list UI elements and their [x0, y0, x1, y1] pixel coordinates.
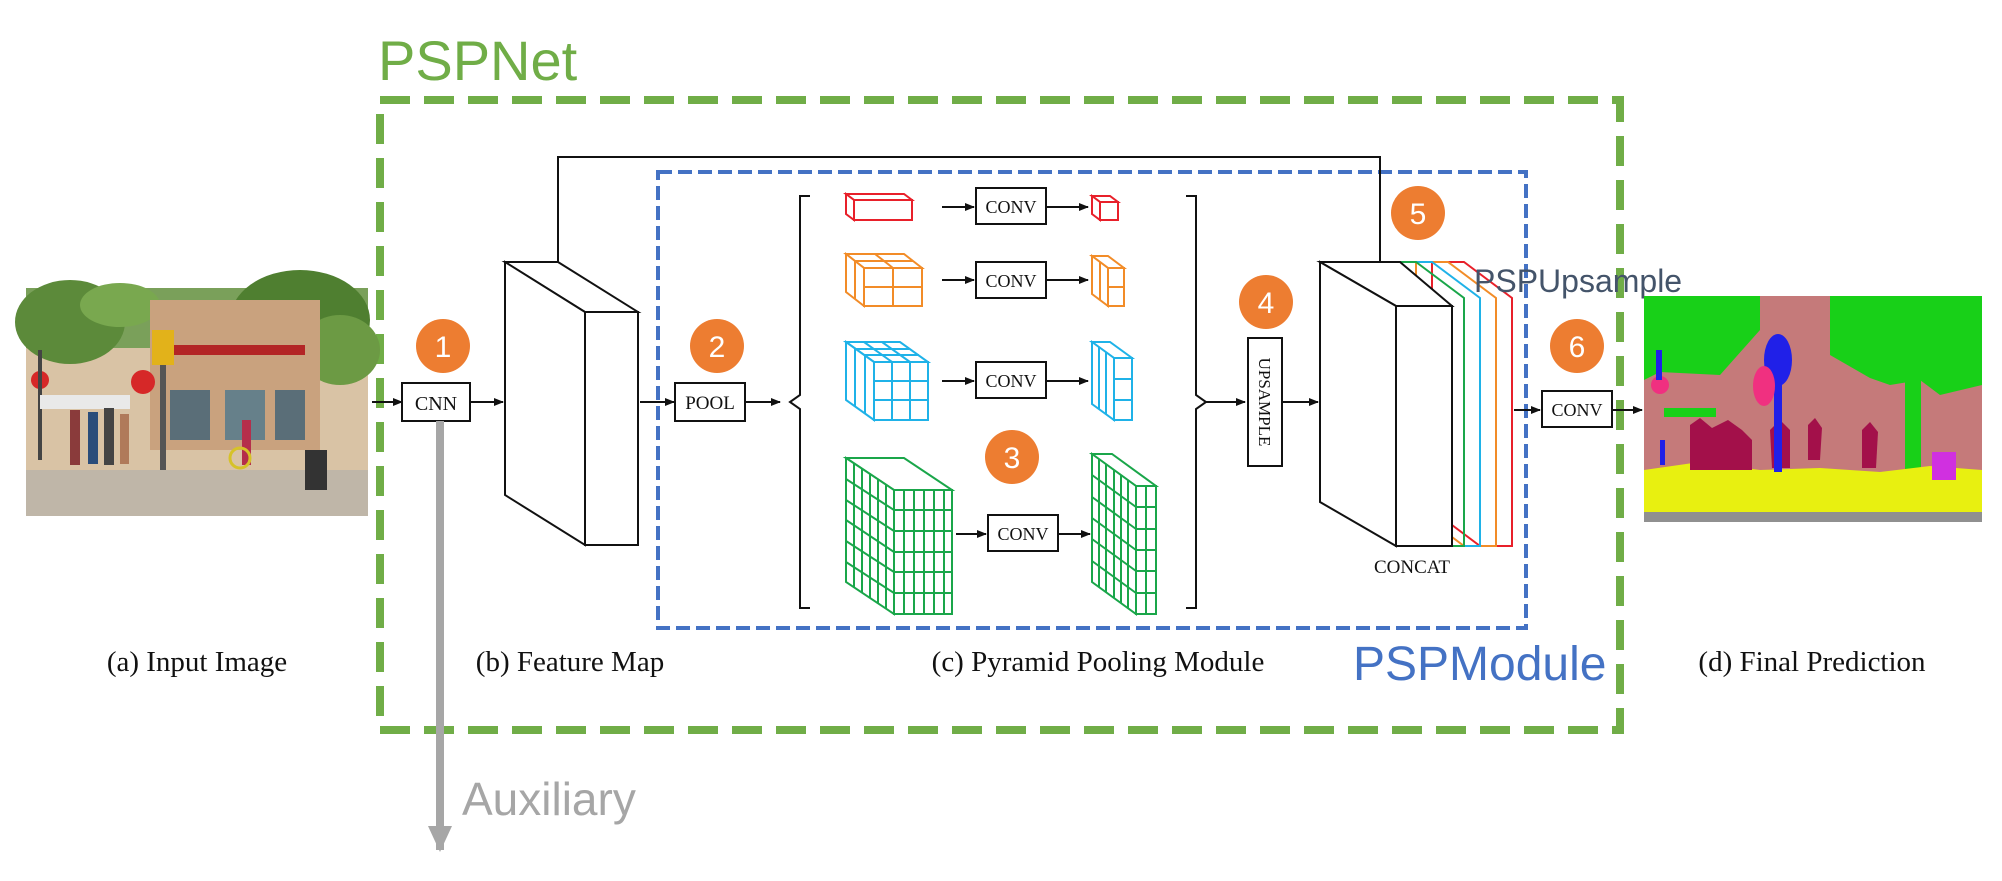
conv-label-4: CONV — [997, 524, 1048, 544]
pspmodule-title: PSPModule — [1353, 638, 1606, 691]
svg-text:2: 2 — [709, 331, 726, 364]
pspupsample-label: PSPUpsample — [1474, 263, 1682, 299]
step-marker-1: 1 — [416, 319, 470, 373]
svg-text:6: 6 — [1569, 331, 1586, 364]
caption-input-image: (a) Input Image — [107, 646, 287, 678]
final-prediction-image — [1644, 296, 1982, 522]
conv-box-2 — [975, 261, 1047, 299]
svg-text:5: 5 — [1410, 198, 1427, 231]
caption-final-prediction: (d) Final Prediction — [1698, 646, 1926, 678]
concat-label: CONCAT — [1374, 557, 1450, 578]
pyramid-level-1-pooled — [843, 192, 915, 222]
step-marker-3: 3 — [985, 430, 1039, 484]
pspnet-frame — [376, 96, 1624, 734]
conv-label-2: CONV — [985, 271, 1036, 291]
conv-label-3: CONV — [985, 371, 1036, 391]
svg-text:4: 4 — [1258, 287, 1275, 320]
pyramid-level-4-pooled — [842, 456, 956, 616]
pyramid-level-1-reduced — [1089, 194, 1121, 222]
pool-label: POOL — [685, 393, 735, 414]
pspnet-title: PSPNet — [378, 29, 578, 92]
pyramid-level-2-reduced — [1089, 254, 1127, 308]
conv-label-1: CONV — [985, 197, 1036, 217]
final-conv-label: CONV — [1551, 400, 1602, 420]
cnn-label: CNN — [415, 393, 457, 415]
step-marker-2: 2 — [690, 319, 744, 373]
pyramid-left-brace — [788, 195, 810, 609]
cnn-box — [401, 382, 471, 422]
conv-box-1 — [975, 187, 1047, 225]
pool-box — [674, 382, 746, 422]
input-image — [15, 270, 380, 516]
skip-connection — [557, 156, 1384, 277]
pspmodule-frame — [656, 170, 1528, 630]
step-marker-4: 4 — [1239, 275, 1293, 329]
concat-block — [1316, 260, 1455, 548]
upsample-box — [1247, 337, 1283, 467]
auxiliary-label: Auxiliary — [462, 773, 636, 825]
pyramid-right-brace — [1186, 195, 1208, 609]
conv-box-3 — [975, 361, 1047, 399]
svg-text:1: 1 — [435, 331, 452, 364]
svg-text:3: 3 — [1004, 442, 1021, 475]
upsample-label: UPSAMPLE — [1255, 358, 1274, 447]
step-marker-5: 5 — [1391, 186, 1445, 240]
final-conv-box — [1541, 390, 1613, 428]
pyramid-level-3-reduced — [1088, 340, 1136, 422]
pyramid-level-3-pooled — [842, 340, 932, 422]
feature-map-block — [501, 260, 642, 547]
caption-pyramid-pooling: (c) Pyramid Pooling Module — [932, 646, 1265, 678]
caption-feature-map: (b) Feature Map — [476, 646, 664, 678]
pyramid-level-2-pooled — [843, 251, 925, 309]
pyramid-level-4-reduced — [1088, 452, 1160, 616]
step-marker-6: 6 — [1550, 319, 1604, 373]
